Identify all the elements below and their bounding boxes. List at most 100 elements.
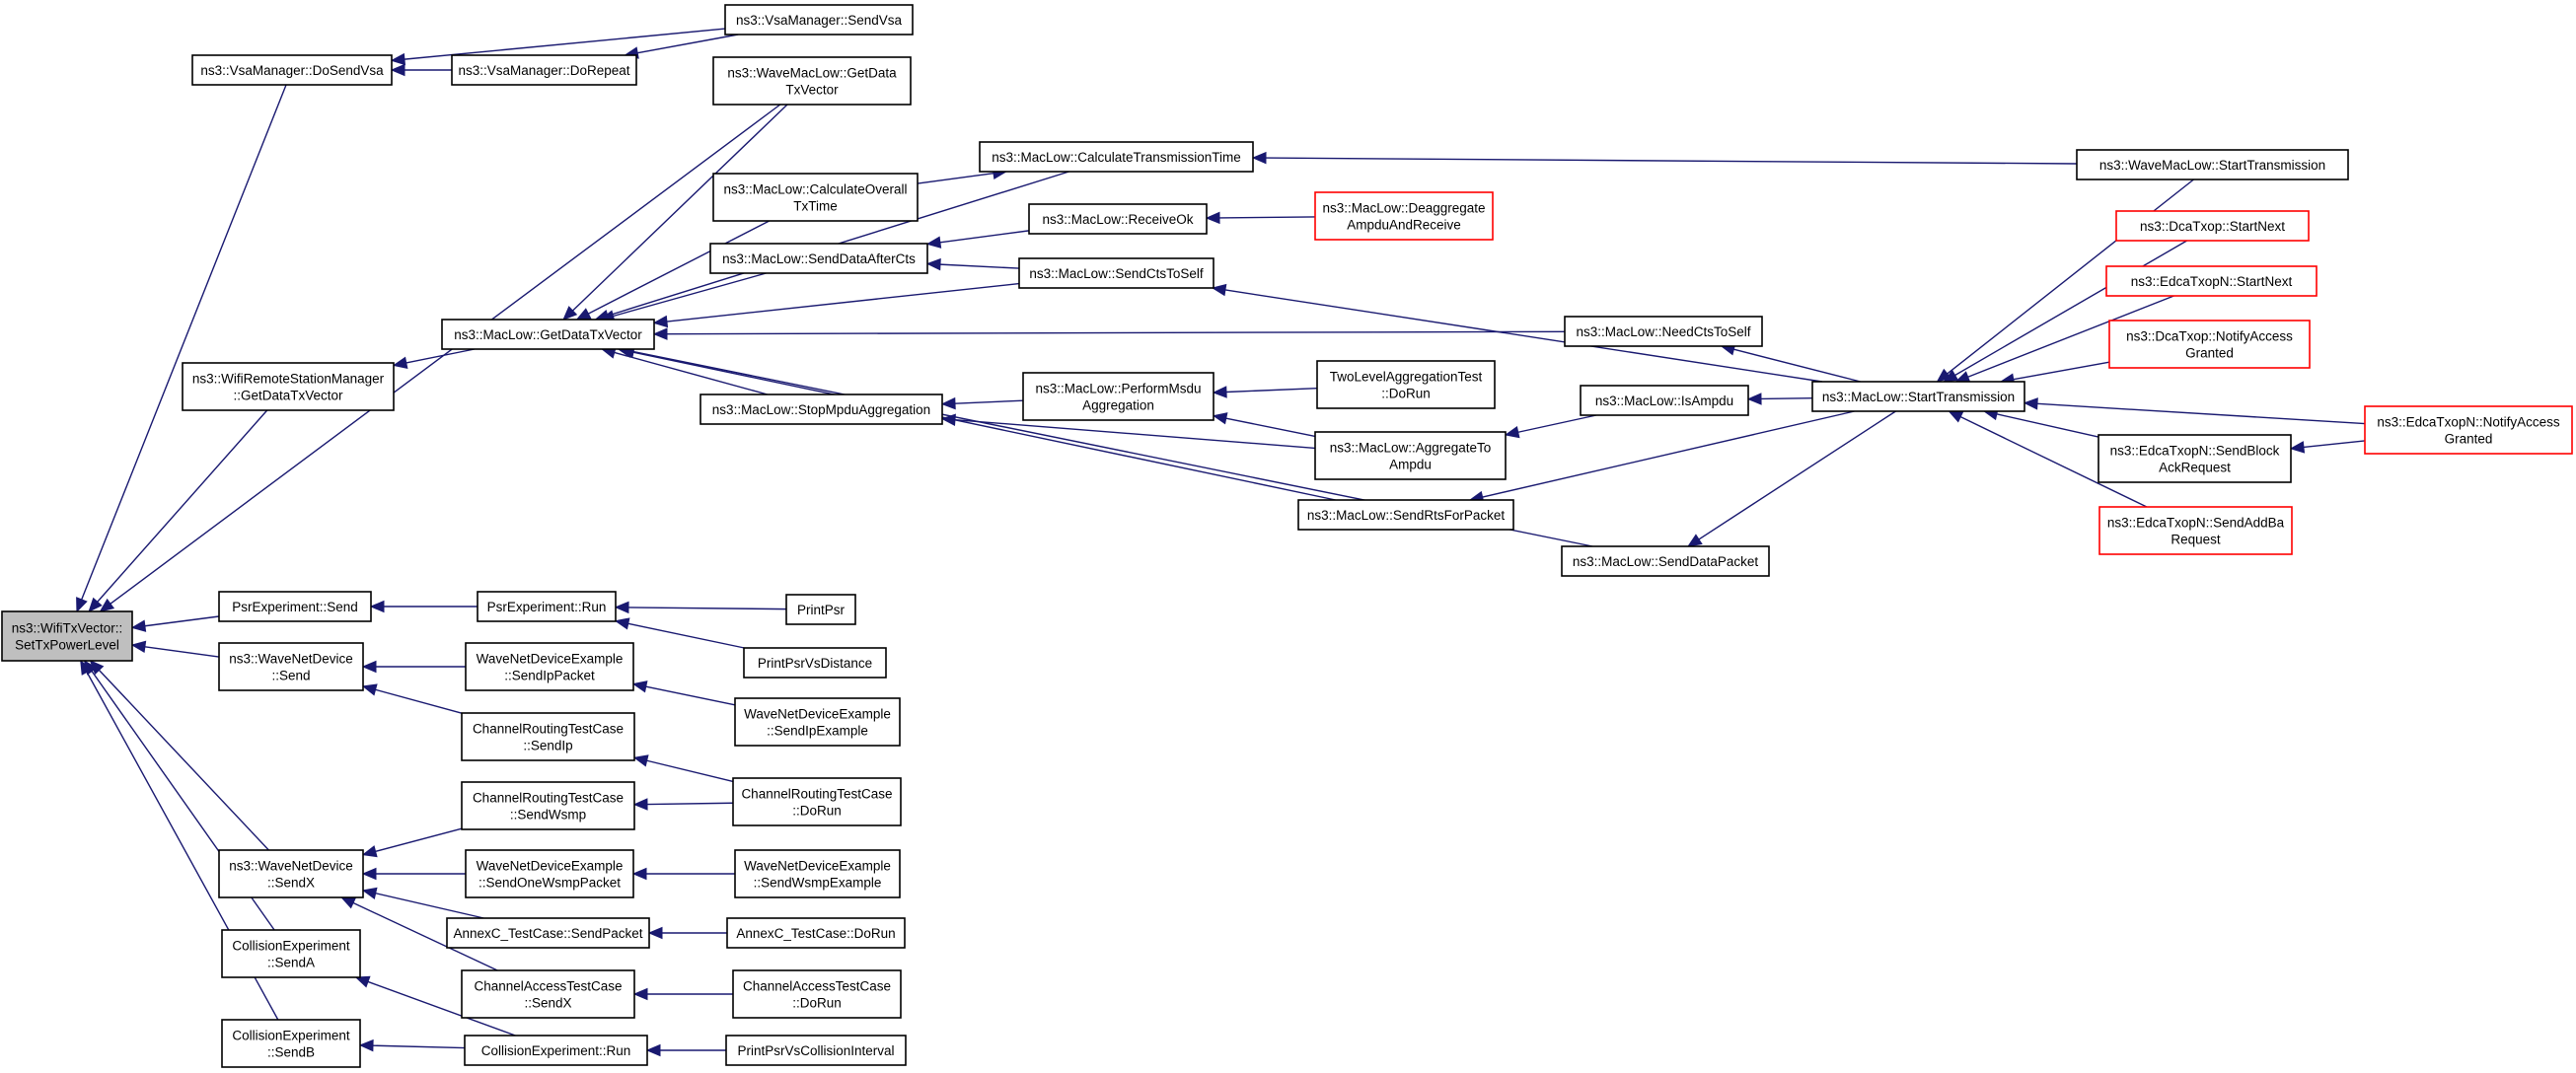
node-box[interactable] [734, 849, 901, 898]
node-box[interactable] [785, 594, 856, 625]
node-sendDataAfterCts[interactable]: ns3::MacLow::SendDataAfterCts [709, 243, 928, 274]
node-doSendVsa[interactable]: ns3::VsaManager::DoSendVsa [191, 54, 393, 86]
node-collA[interactable]: CollisionExperiment::SendA [221, 929, 361, 978]
node-box[interactable] [725, 1035, 907, 1066]
node-box[interactable] [2364, 405, 2573, 455]
node-box[interactable] [2076, 149, 2349, 180]
node-box[interactable] [221, 929, 361, 978]
node-stopMpdu[interactable]: ns3::MacLow::StopMpduAggregation [699, 393, 943, 425]
node-box[interactable] [2098, 506, 2293, 555]
node-psrSend[interactable]: PsrExperiment::Send [218, 591, 372, 622]
node-box[interactable] [732, 969, 902, 1019]
node-box[interactable] [221, 1019, 361, 1068]
node-box[interactable] [218, 642, 364, 691]
node-receiveOk[interactable]: ns3::MacLow::ReceiveOk [1028, 203, 1208, 235]
node-box[interactable] [1, 610, 133, 662]
node-box[interactable] [1564, 316, 1763, 347]
node-edcaStartNext[interactable]: ns3::EdcaTxopN::StartNext [2105, 265, 2318, 297]
node-box[interactable] [465, 642, 634, 691]
node-box[interactable] [712, 173, 919, 222]
node-box[interactable] [712, 56, 912, 106]
node-box[interactable] [2108, 320, 2311, 369]
node-crtcDoRun[interactable]: ChannelRoutingTestCase::DoRun [732, 777, 902, 826]
node-printPsrVsDistance[interactable]: PrintPsrVsDistance [743, 647, 887, 679]
node-box[interactable] [464, 1035, 648, 1066]
node-psrRun[interactable]: PsrExperiment::Run [477, 591, 617, 622]
node-crtcSendIp[interactable]: ChannelRoutingTestCase::SendIp [461, 712, 635, 761]
node-box[interactable] [2105, 265, 2318, 297]
node-box[interactable] [709, 243, 928, 274]
node-box[interactable] [732, 777, 902, 826]
node-wndeSendOneWsmp[interactable]: WaveNetDeviceExample::SendOneWsmpPacket [465, 849, 634, 898]
node-box[interactable] [477, 591, 617, 622]
node-box[interactable] [191, 54, 393, 86]
node-box[interactable] [1297, 499, 1514, 531]
node-waveGetData[interactable]: ns3::WaveMacLow::GetDataTxVector [712, 56, 912, 106]
node-catcSendX[interactable]: ChannelAccessTestCase::SendX [461, 969, 635, 1019]
node-annexSendPacket[interactable]: AnnexC_TestCase::SendPacket [446, 917, 650, 949]
node-startTx[interactable]: ns3::MacLow::StartTransmission [1811, 381, 2025, 412]
node-crtcSendWsmp[interactable]: ChannelRoutingTestCase::SendWsmp [461, 781, 635, 830]
node-twoLevel[interactable]: TwoLevelAggregationTest::DoRun [1316, 360, 1496, 409]
node-box[interactable] [1580, 385, 1749, 416]
node-sendRts[interactable]: ns3::MacLow::SendRtsForPacket [1297, 499, 1514, 531]
node-box[interactable] [1314, 431, 1507, 480]
node-waveSendX[interactable]: ns3::WaveNetDevice::SendX [218, 849, 364, 898]
node-box[interactable] [451, 54, 637, 86]
node-box[interactable] [1811, 381, 2025, 412]
node-waveStartTx[interactable]: ns3::WaveMacLow::StartTransmission [2076, 149, 2349, 180]
node-box[interactable] [979, 141, 1254, 173]
node-box[interactable] [699, 393, 943, 425]
node-box[interactable] [441, 319, 655, 350]
node-sendCtsToSelf[interactable]: ns3::MacLow::SendCtsToSelf [1018, 257, 1214, 289]
node-box[interactable] [2098, 434, 2292, 483]
node-root[interactable]: ns3::WifiTxVector::SetTxPowerLevel [1, 610, 133, 662]
node-waveSend[interactable]: ns3::WaveNetDevice::Send [218, 642, 364, 691]
node-wrsmGetData[interactable]: ns3::WifiRemoteStationManager::GetDataTx… [182, 362, 395, 411]
node-sendVsa[interactable]: ns3::VsaManager::SendVsa [724, 4, 914, 36]
node-box[interactable] [2115, 210, 2310, 242]
node-box[interactable] [461, 969, 635, 1019]
node-printPsr[interactable]: PrintPsr [785, 594, 856, 625]
node-box[interactable] [1314, 191, 1494, 241]
node-getDataTxVector[interactable]: ns3::MacLow::GetDataTxVector [441, 319, 655, 350]
node-catcDoRun[interactable]: ChannelAccessTestCase::DoRun [732, 969, 902, 1019]
node-isAmpdu[interactable]: ns3::MacLow::IsAmpdu [1580, 385, 1749, 416]
node-collB[interactable]: CollisionExperiment::SendB [221, 1019, 361, 1068]
node-box[interactable] [446, 917, 650, 949]
node-doRepeat[interactable]: ns3::VsaManager::DoRepeat [451, 54, 637, 86]
node-collRun[interactable]: CollisionExperiment::Run [464, 1035, 648, 1066]
node-box[interactable] [724, 4, 914, 36]
node-box[interactable] [1316, 360, 1496, 409]
node-box[interactable] [465, 849, 634, 898]
node-box[interactable] [182, 362, 395, 411]
node-annexDoRun[interactable]: AnnexC_TestCase::DoRun [726, 917, 906, 949]
node-wndeSendIpExample[interactable]: WaveNetDeviceExample::SendIpExample [734, 697, 901, 747]
node-dcaStartNext[interactable]: ns3::DcaTxop::StartNext [2115, 210, 2310, 242]
node-needCtsToSelf[interactable]: ns3::MacLow::NeedCtsToSelf [1564, 316, 1763, 347]
node-box[interactable] [726, 917, 906, 949]
node-box[interactable] [218, 849, 364, 898]
node-box[interactable] [734, 697, 901, 747]
node-calcTxTime[interactable]: ns3::MacLow::CalculateTransmissionTime [979, 141, 1254, 173]
node-box[interactable] [1561, 545, 1770, 577]
node-wndeSendWsmpExample[interactable]: WaveNetDeviceExample::SendWsmpExample [734, 849, 901, 898]
node-box[interactable] [1018, 257, 1214, 289]
node-box[interactable] [461, 712, 635, 761]
node-wndeSendIpPacket[interactable]: WaveNetDeviceExample::SendIpPacket [465, 642, 634, 691]
node-box[interactable] [1022, 372, 1214, 421]
node-sendDataPacket[interactable]: ns3::MacLow::SendDataPacket [1561, 545, 1770, 577]
node-printCollision[interactable]: PrintPsrVsCollisionInterval [725, 1035, 907, 1066]
node-box[interactable] [743, 647, 887, 679]
node-box[interactable] [218, 591, 372, 622]
node-box[interactable] [1028, 203, 1208, 235]
node-box[interactable] [461, 781, 635, 830]
